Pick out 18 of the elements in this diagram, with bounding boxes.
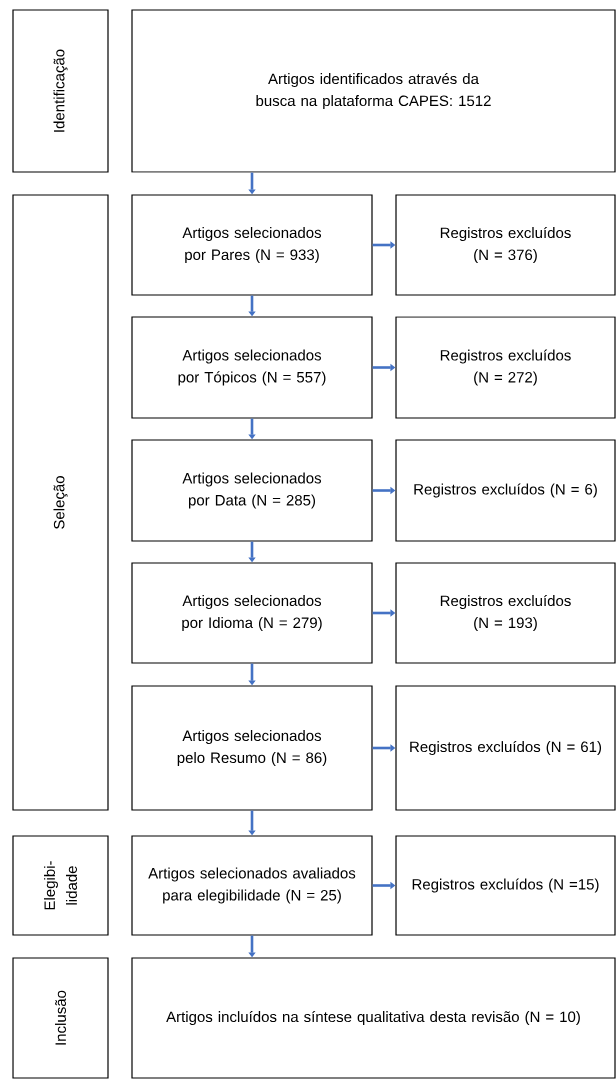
process-box: Artigos selecionados por Idioma (N = 279)	[131, 562, 373, 664]
exclusion-box: Registros excluídos (N = 6)	[395, 439, 616, 542]
process-box: Artigos identificados através da busca na plataforma CAPES: 1512	[131, 9, 616, 173]
exclusion-box: Registros excluídos (N = 193)	[395, 562, 616, 664]
process-box: Artigos selecionados pelo Resumo (N = 86)	[131, 685, 373, 811]
stage-band: Elegibi- lidade	[12, 835, 109, 936]
process-box: Artigos selecionados por Data (N = 285)	[131, 439, 373, 542]
process-box: Artigos selecionados por Pares (N = 933)	[131, 194, 373, 296]
exclusion-box: Registros excluídos (N = 376)	[395, 194, 616, 296]
exclusion-box: Registros excluídos (N = 272)	[395, 316, 616, 419]
process-box: Artigos selecionados avaliados para elegibilidade (N = 25)	[131, 835, 373, 936]
exclusion-box: Registros excluídos (N =15)	[395, 835, 616, 936]
process-box: Artigos selecionados por Tópicos (N = 557)	[131, 316, 373, 419]
stage-band: Inclusão	[12, 957, 109, 1079]
process-box: Artigos incluídos na síntese qualitativa desta revisão (N = 10)	[131, 957, 616, 1079]
stage-band: Seleção	[12, 194, 109, 811]
stage-band: Identificação	[12, 9, 109, 173]
exclusion-box: Registros excluídos (N = 61)	[395, 685, 616, 811]
